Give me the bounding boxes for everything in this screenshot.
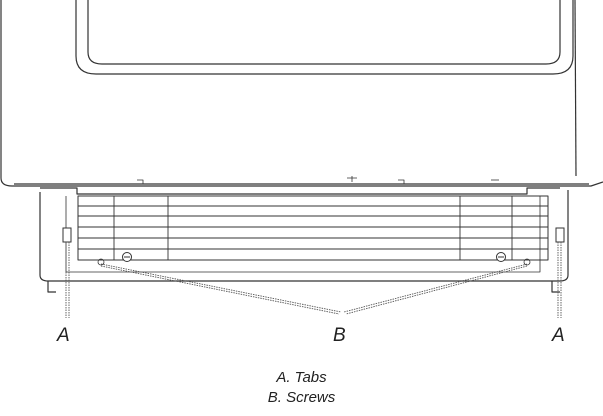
leader-screw-left-2	[100, 265, 340, 315]
window-outer-frame	[75, 0, 574, 75]
callout-a-left: A	[57, 325, 70, 346]
screw-right	[496, 252, 506, 262]
leader-screw-right-2	[345, 265, 528, 315]
base-left-foot	[47, 281, 56, 293]
top-clip-center	[347, 176, 357, 182]
leader-screw-right	[343, 263, 528, 313]
leader-lines	[65, 242, 562, 318]
base-front	[39, 190, 569, 282]
top-clip-left	[137, 179, 144, 184]
base-inner-shadow	[65, 196, 541, 273]
callout-a-right: A	[552, 325, 565, 346]
screw-hole-left	[97, 258, 105, 266]
window-inner-frame	[87, 0, 561, 65]
base-right-foot	[551, 281, 560, 293]
callout-b: B	[333, 325, 346, 346]
legend-screws: B. Screws	[267, 389, 336, 406]
legend-tabs: A. Tabs	[276, 369, 327, 386]
leader-screw-left	[100, 263, 342, 313]
screw-hole-right	[523, 258, 531, 266]
grille-slats	[78, 196, 548, 260]
tab-right	[555, 227, 565, 243]
base-step	[40, 187, 560, 195]
top-clip-right	[398, 179, 405, 184]
screw-left	[122, 252, 132, 262]
cabinet-right-edge	[574, 0, 577, 177]
grille-outline	[77, 195, 549, 261]
tab-left	[62, 227, 72, 243]
cabinet-outline	[0, 0, 603, 187]
